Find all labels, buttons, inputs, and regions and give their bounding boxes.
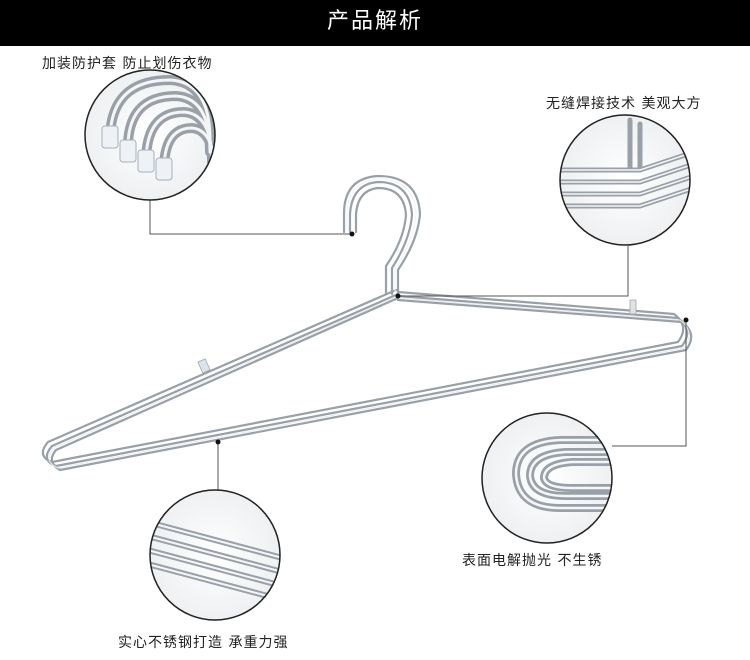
detail-circle-solid <box>149 489 281 621</box>
callout-label-weld: 无缝焊接技术 美观大方 <box>546 96 702 112</box>
detail-circle-caps <box>84 69 216 201</box>
callout-label-caps: 加装防护套 防止划伤衣物 <box>42 56 213 72</box>
detail-circle-polish <box>481 412 613 544</box>
callout-label-solid: 实心不锈钢打造 承重力强 <box>118 635 289 651</box>
page-title: 产品解析 <box>326 9 423 34</box>
leader-lines <box>149 200 687 490</box>
callout-label-polish: 表面电解抛光 不生锈 <box>462 553 603 569</box>
banner: 产品解析 <box>0 0 750 44</box>
detail-circle-weld <box>559 114 691 246</box>
banner-underline <box>0 44 750 46</box>
